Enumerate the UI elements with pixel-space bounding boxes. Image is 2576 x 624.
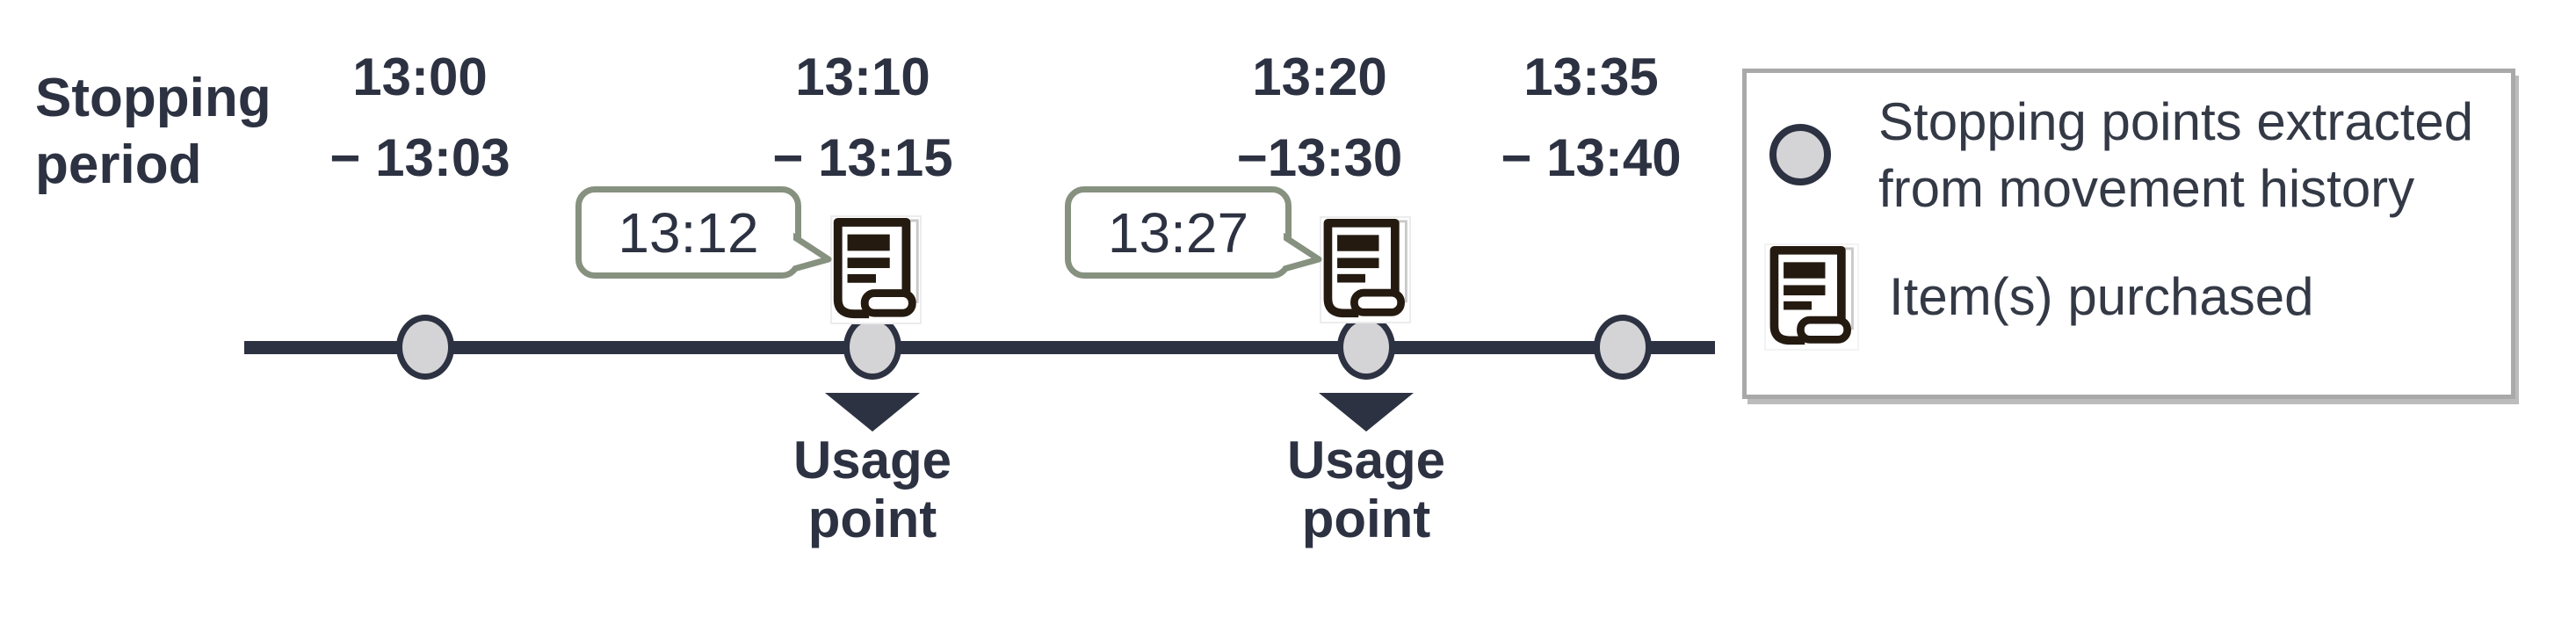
receipt-icon bbox=[1764, 243, 1859, 351]
purchase-time-callout-2: 13:27 bbox=[1065, 186, 1292, 279]
stopping-period-1: 13:00 − 13:03 bbox=[271, 51, 569, 185]
legend-label-items-purchased: Item(s) purchased bbox=[1889, 267, 2314, 326]
callout-tail-icon bbox=[793, 232, 832, 272]
usage-point-label-1: Usage point bbox=[792, 431, 952, 548]
stopping-period-4: 13:35 − 13:40 bbox=[1442, 51, 1740, 185]
period-end-time: −13:30 bbox=[1236, 128, 1403, 187]
callout-tail-icon bbox=[1284, 232, 1322, 272]
period-start-time: 13:00 bbox=[352, 47, 488, 106]
receipt-icon bbox=[830, 215, 922, 324]
period-start-time: 13:10 bbox=[795, 47, 930, 106]
usage-point-arrow-icon bbox=[1319, 393, 1414, 432]
stopping-point-node-3 bbox=[1337, 315, 1395, 380]
legend-box bbox=[1742, 69, 2515, 399]
purchase-time-callout-1: 13:12 bbox=[575, 186, 801, 279]
period-start-time: 13:20 bbox=[1252, 47, 1387, 106]
period-start-time: 13:35 bbox=[1523, 47, 1659, 106]
stopping-point-icon bbox=[1769, 124, 1831, 185]
receipt-icon bbox=[1320, 216, 1411, 323]
purchase-time: 13:12 bbox=[618, 200, 759, 265]
stopping-point-node-4 bbox=[1594, 315, 1652, 380]
stopping-period-2: 13:10 − 13:15 bbox=[713, 51, 1012, 185]
period-end-time: − 13:03 bbox=[329, 128, 510, 187]
usage-point-label-2: Usage point bbox=[1286, 431, 1446, 548]
legend-label-stopping-points: Stopping points extracted from movement … bbox=[1878, 92, 2474, 218]
stopping-point-node-1 bbox=[396, 315, 454, 380]
stopping-period-label: Stopping period bbox=[35, 68, 271, 195]
purchase-time: 13:27 bbox=[1107, 200, 1249, 265]
stopping-period-3: 13:20 −13:30 bbox=[1170, 51, 1469, 185]
usage-point-arrow-icon bbox=[825, 393, 920, 432]
period-end-time: − 13:15 bbox=[772, 128, 953, 187]
period-end-time: − 13:40 bbox=[1501, 128, 1682, 187]
stopping-point-node-2 bbox=[843, 315, 901, 380]
timeline-line bbox=[244, 341, 1715, 354]
